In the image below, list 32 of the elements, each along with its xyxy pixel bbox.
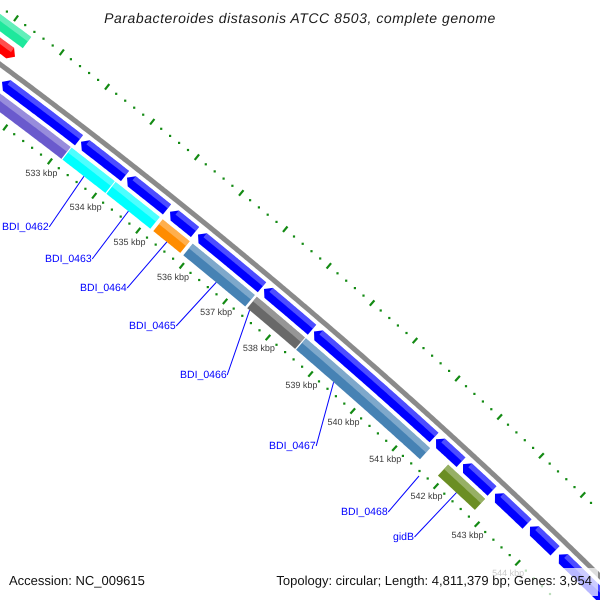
gene-label: gidB	[393, 531, 414, 544]
tick-label: 536 kbp	[156, 271, 190, 282]
tick-label: 540 kbp	[327, 416, 360, 427]
tick-label: 542 kbp	[410, 491, 443, 502]
tick-label: 539 kbp	[285, 379, 318, 390]
tick-label: 537 kbp	[200, 307, 232, 318]
tick-label: 541 kbp	[369, 454, 402, 464]
tick-label: 538 kbp	[242, 343, 275, 354]
tick-label: 544 kbp	[492, 568, 524, 578]
tick-label: 543 kbp	[451, 529, 484, 540]
leader-line	[176, 282, 217, 326]
leader-line	[388, 476, 420, 512]
tick-label: 533 kbp	[25, 167, 58, 178]
gene-label: BDI_0464	[80, 282, 127, 294]
gene-bar	[62, 148, 115, 193]
title: Parabacteroides distasonis ATCC 8503, complete genome	[104, 10, 496, 26]
gene-bar	[106, 182, 160, 229]
gene-label: BDI_0462	[2, 221, 49, 234]
gene-label: BDI_0466	[180, 369, 227, 382]
leader-line	[92, 210, 129, 260]
accession-text: Accession: NC_009615	[9, 574, 145, 589]
tick-label: 534 kbp	[70, 202, 102, 212]
tick-label: 535 kbp	[113, 236, 146, 247]
leader-line	[414, 492, 457, 538]
leader-line	[126, 242, 168, 288]
gene-label: BDI_0463	[45, 253, 92, 266]
leader-line	[316, 382, 334, 446]
gene-label: BDI_0468	[341, 506, 388, 518]
gene-bar	[153, 219, 190, 253]
leader-line	[48, 176, 84, 228]
gene-label: BDI_0467	[269, 440, 316, 452]
gene-label: BDI_0465	[129, 320, 176, 332]
